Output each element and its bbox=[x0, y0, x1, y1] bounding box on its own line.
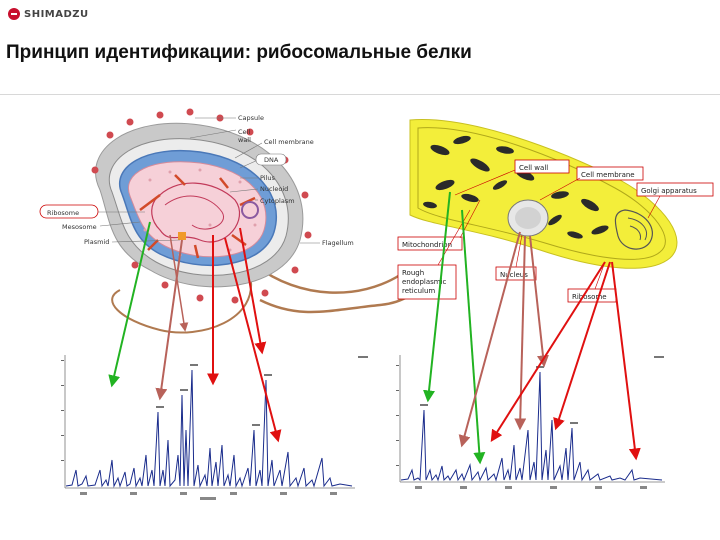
green-arrow-right-1 bbox=[423, 191, 451, 403]
brown-arrow-right-1 bbox=[458, 231, 521, 448]
label-mitochondrion: Mitochondrion bbox=[402, 241, 452, 249]
label-capsule: Capsule bbox=[238, 114, 264, 122]
label-ribosome-bacteria: Ribosome bbox=[47, 209, 79, 217]
title-divider bbox=[0, 94, 720, 95]
label-nucleus: Nucleus bbox=[500, 271, 528, 279]
golgi-shape bbox=[614, 209, 653, 250]
brown-arrow-right-2 bbox=[514, 235, 527, 431]
label-plasmid: Plasmid bbox=[84, 238, 109, 246]
flagellum-shape-2 bbox=[111, 274, 253, 334]
label-mesosome: Mesosome bbox=[62, 223, 97, 231]
label-cytoplasm: Cytoplasm bbox=[260, 197, 295, 205]
mitochondrion-label-box bbox=[397, 236, 463, 251]
yellow-cell-shape bbox=[409, 119, 678, 269]
cell-wall-label-box bbox=[514, 159, 570, 174]
label-pilus: Pilus bbox=[260, 174, 276, 182]
bacteria-illustration bbox=[88, 108, 426, 334]
green-arrow-right-2 bbox=[461, 209, 486, 465]
green-arrow-left bbox=[108, 221, 151, 388]
brown-arrow-left-2 bbox=[169, 234, 189, 332]
plasmid-marker bbox=[178, 232, 186, 240]
label-dna: DNA bbox=[264, 156, 279, 164]
red-arrow-left-2 bbox=[224, 237, 282, 443]
red-arrow-right-1 bbox=[490, 261, 606, 443]
label-cell-membrane-eukaryote: Cell membrane bbox=[581, 171, 635, 179]
page-title: Принцип идентификации: рибосомальные бел… bbox=[6, 42, 472, 63]
shimadzu-logo: SHIMADZU bbox=[8, 8, 89, 20]
red-arrow-right-2 bbox=[553, 261, 611, 431]
mass-spectrum-left bbox=[61, 355, 368, 500]
mass-spectrum-right bbox=[396, 355, 665, 489]
golgi-label-box bbox=[636, 182, 714, 197]
ribosome-label-box bbox=[39, 204, 99, 219]
arrows-left bbox=[108, 221, 282, 443]
label-cell-wall-eukaryote: Cell wall bbox=[519, 164, 548, 172]
arrows-right bbox=[423, 191, 641, 465]
red-arrow-left-3 bbox=[239, 227, 267, 355]
red-arrow-right-3 bbox=[611, 261, 641, 461]
shimadzu-logo-icon bbox=[8, 8, 20, 20]
brown-arrow-left bbox=[155, 239, 183, 401]
label-flagellum: Flagellum bbox=[322, 239, 354, 247]
eukaryote-illustration bbox=[409, 119, 678, 269]
label-ribosome-eukaryote: Ribosome bbox=[572, 293, 607, 301]
nucleoid-dna-shape bbox=[151, 182, 241, 243]
label-cell-membrane-bacteria: Cell membrane bbox=[264, 138, 314, 146]
label-golgi: Golgi apparatus bbox=[641, 187, 697, 195]
brown-arrow-right-3 bbox=[529, 235, 549, 368]
plasmid-shape bbox=[241, 201, 259, 219]
rough-er-label-box bbox=[397, 264, 457, 300]
label-nucleoid: Nucleoid bbox=[260, 185, 288, 193]
cell-membrane-label-box bbox=[576, 166, 644, 181]
brand-name: SHIMADZU bbox=[24, 8, 89, 20]
